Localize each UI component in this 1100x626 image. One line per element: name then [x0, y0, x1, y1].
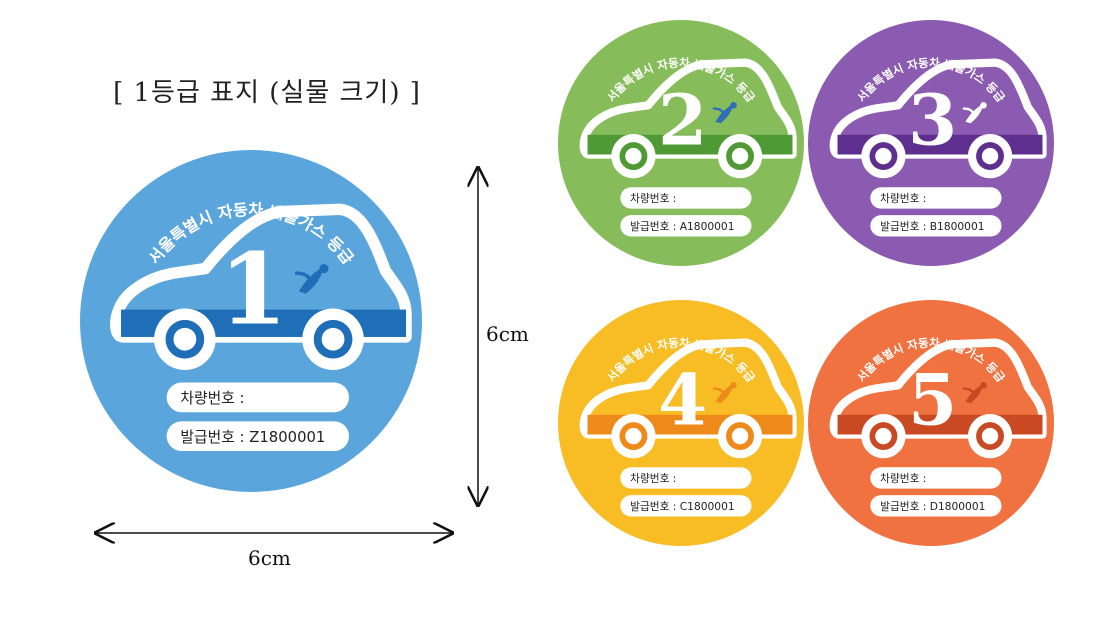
vehicle-number-field	[870, 467, 1002, 489]
issue-number-field	[620, 215, 752, 237]
issue-number-field	[870, 495, 1002, 517]
vehicle-number-field-label: 차량번호 :	[880, 192, 926, 205]
issue-number-field-label: 발급번호 : D1800001	[880, 500, 985, 513]
car-outline-icon	[829, 338, 1047, 439]
car-outline-icon	[829, 58, 1047, 159]
grade-number: 4	[658, 359, 707, 442]
grade-number: 3	[908, 79, 957, 162]
issue-number-field-label: 발급번호 : C1800001	[630, 500, 734, 513]
vehicle-number-field-label: 차량번호 :	[630, 192, 676, 205]
figure-caption: [ 1등급 표지 (실물 크기) ]	[113, 78, 421, 108]
width-dimension-label: 6cm	[248, 546, 291, 570]
seoul-logo-icon	[962, 382, 987, 404]
issue-number-field-label: 발급번호 : B1800001	[880, 220, 984, 233]
seoul-logo-icon	[712, 382, 737, 404]
car-outline-icon	[110, 203, 412, 343]
vehicle-number-field	[620, 467, 752, 489]
seoul-logo-icon	[712, 102, 737, 124]
issue-number-field	[620, 495, 752, 517]
issue-number-field-label: 발급번호 : Z1800001	[180, 429, 325, 446]
issue-number-field-label: 발급번호 : A1800001	[630, 220, 734, 233]
issue-number-field	[870, 215, 1002, 237]
seoul-logo-icon	[294, 264, 329, 294]
seoul-logo-icon	[962, 102, 987, 124]
grade-number: 5	[908, 359, 957, 442]
vehicle-number-field-label: 차량번호 :	[880, 472, 926, 485]
car-outline-icon	[579, 58, 797, 159]
grade-number: 2	[658, 79, 707, 162]
height-dimension-label: 6cm	[486, 322, 529, 346]
grade-number: 1	[219, 232, 287, 347]
vehicle-number-field	[620, 187, 752, 209]
vehicle-number-field-label: 차량번호 :	[180, 390, 244, 407]
vehicle-number-field	[166, 382, 350, 413]
car-outline-icon	[579, 338, 797, 439]
vehicle-number-field	[870, 187, 1002, 209]
issue-number-field	[166, 421, 350, 451]
vehicle-number-field-label: 차량번호 :	[630, 472, 676, 485]
